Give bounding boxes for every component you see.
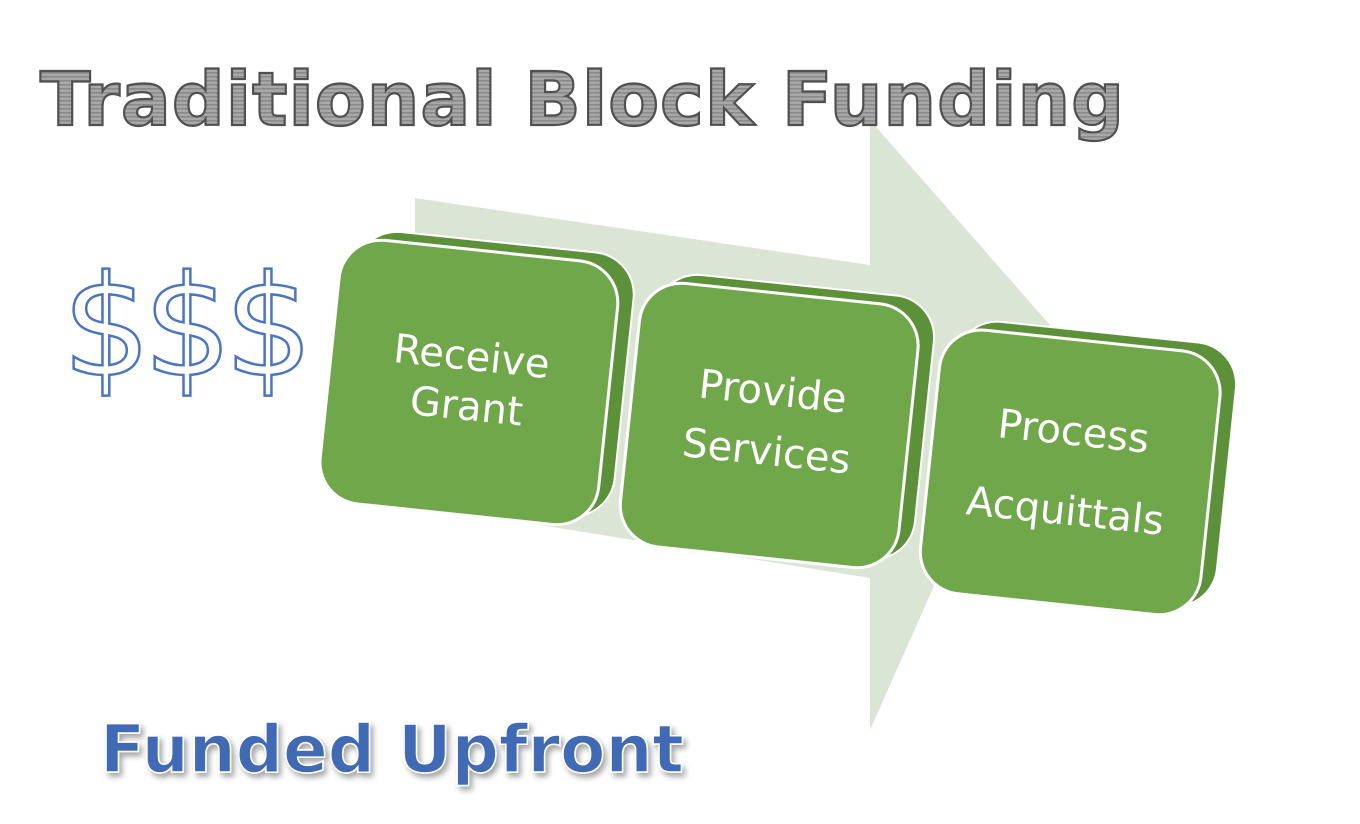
dollar-signs: $$$ bbox=[62, 246, 305, 409]
step-receive-grant: Receive Grant bbox=[318, 230, 635, 527]
step-block bbox=[618, 281, 920, 570]
page-title: Traditional Block Funding bbox=[40, 57, 1125, 143]
subtitle: Funded Upfront bbox=[100, 711, 684, 788]
step-block bbox=[918, 328, 1222, 617]
step-block bbox=[318, 238, 620, 527]
step-process-acquittals: Process Acquittals bbox=[918, 320, 1238, 617]
step-provide-services: Provide Services bbox=[618, 273, 936, 570]
